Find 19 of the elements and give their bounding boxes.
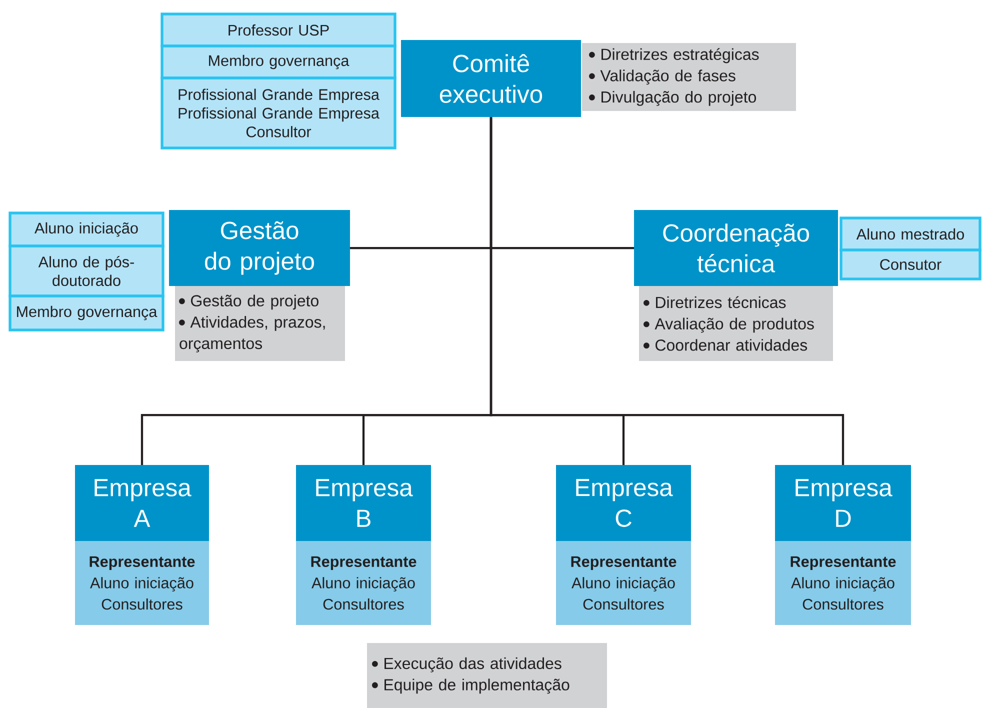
company-box: Empresa A Representante Aluno iniciação Consultores — [75, 465, 209, 625]
task-box: Diretrizes estratégicas Validação de fases Divulgação do projeto — [582, 43, 796, 111]
task-box: Execução das atividades Equipe de implementação — [367, 643, 607, 708]
member-cell: Professor USP — [160, 12, 396, 48]
unit-box: Coordenação técnica — [634, 210, 838, 286]
member-cell: Aluno iniciação — [8, 212, 164, 248]
member-cell: Membro governança — [8, 294, 164, 332]
member-cell: Aluno de pós-doutorado — [8, 244, 164, 298]
member-cell: Membro governança — [160, 44, 396, 80]
task-box: Diretrizes técnicas Avaliação de produtos Coordenar atividades — [639, 286, 833, 361]
unit-box: Comitê executivo — [401, 40, 581, 117]
task-box: Gestão de projeto Atividades, prazos, orçamentos — [175, 286, 345, 361]
company-box: Empresa D Representante Aluno iniciação Consultores — [775, 465, 911, 625]
unit-box: Gestão do projeto — [169, 210, 350, 286]
company-box: Empresa C Representante Aluno iniciação Consultores — [556, 465, 691, 625]
company-box: Empresa B Representante Aluno iniciação Consultores — [296, 465, 431, 625]
member-cell: Consutor — [840, 248, 982, 280]
connector-line — [490, 117, 844, 465]
member-cell: Aluno mestrado — [840, 216, 982, 252]
